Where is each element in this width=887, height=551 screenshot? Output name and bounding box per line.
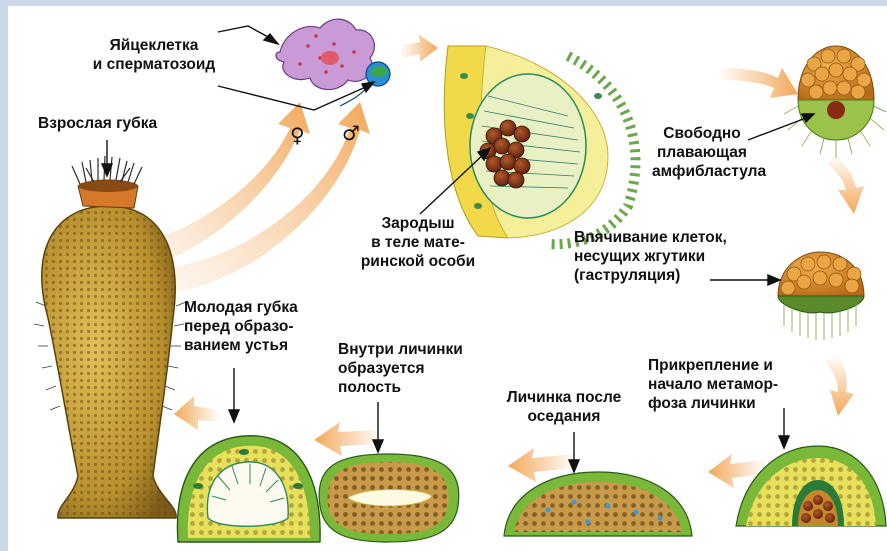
young-sponge-illustration [177,436,320,542]
pointer-amphiblastula [748,118,806,140]
amphiblastula-illustration [784,46,886,158]
attachment-illustration [736,446,886,526]
cavity-larva-illustration [319,454,459,542]
arrow-young-left [174,396,220,430]
label-after-settling: Личинка после оседания [494,388,634,426]
arrow-gametes-to-embryo [400,34,438,62]
label-attachment: Прикрепление и начало метамор- фоза личи… [648,356,778,413]
diagram-artwork [8,6,887,551]
pointer-sperm [218,86,368,110]
settled-larva-illustration [504,472,692,536]
label-cavity: Внутри личинки образуется полость [338,340,463,397]
gastrulation-illustration [778,252,864,340]
female-symbol: ♀ [290,126,305,145]
label-egg-and-sperm: Яйцеклетка и сперматозоид [84,36,224,74]
label-embryo: Зародыш в теле мате- ринской особи [348,214,488,271]
pointer-egg [218,26,270,38]
arrow-gastrula-down [826,354,854,416]
egg-cell-illustration [276,19,375,89]
male-symbol: ♂ [342,124,360,143]
big-arrow-male [168,102,370,292]
arrow-embryo-to-amphiblastula [718,68,798,98]
label-adult-sponge: Взрослая губка [38,114,157,133]
arrow-cavity-left [314,422,382,456]
label-amphiblastula: Свободно плавающая амфибластула [652,124,752,181]
label-gastrulation: Впячивание клеток, несущих жгутики (гаст… [574,228,727,285]
adult-sponge-illustration [34,156,186,518]
label-young-sponge: Молодая губка перед образо- ванием устья [184,298,298,355]
arrow-amphiblastula-down [828,154,864,214]
